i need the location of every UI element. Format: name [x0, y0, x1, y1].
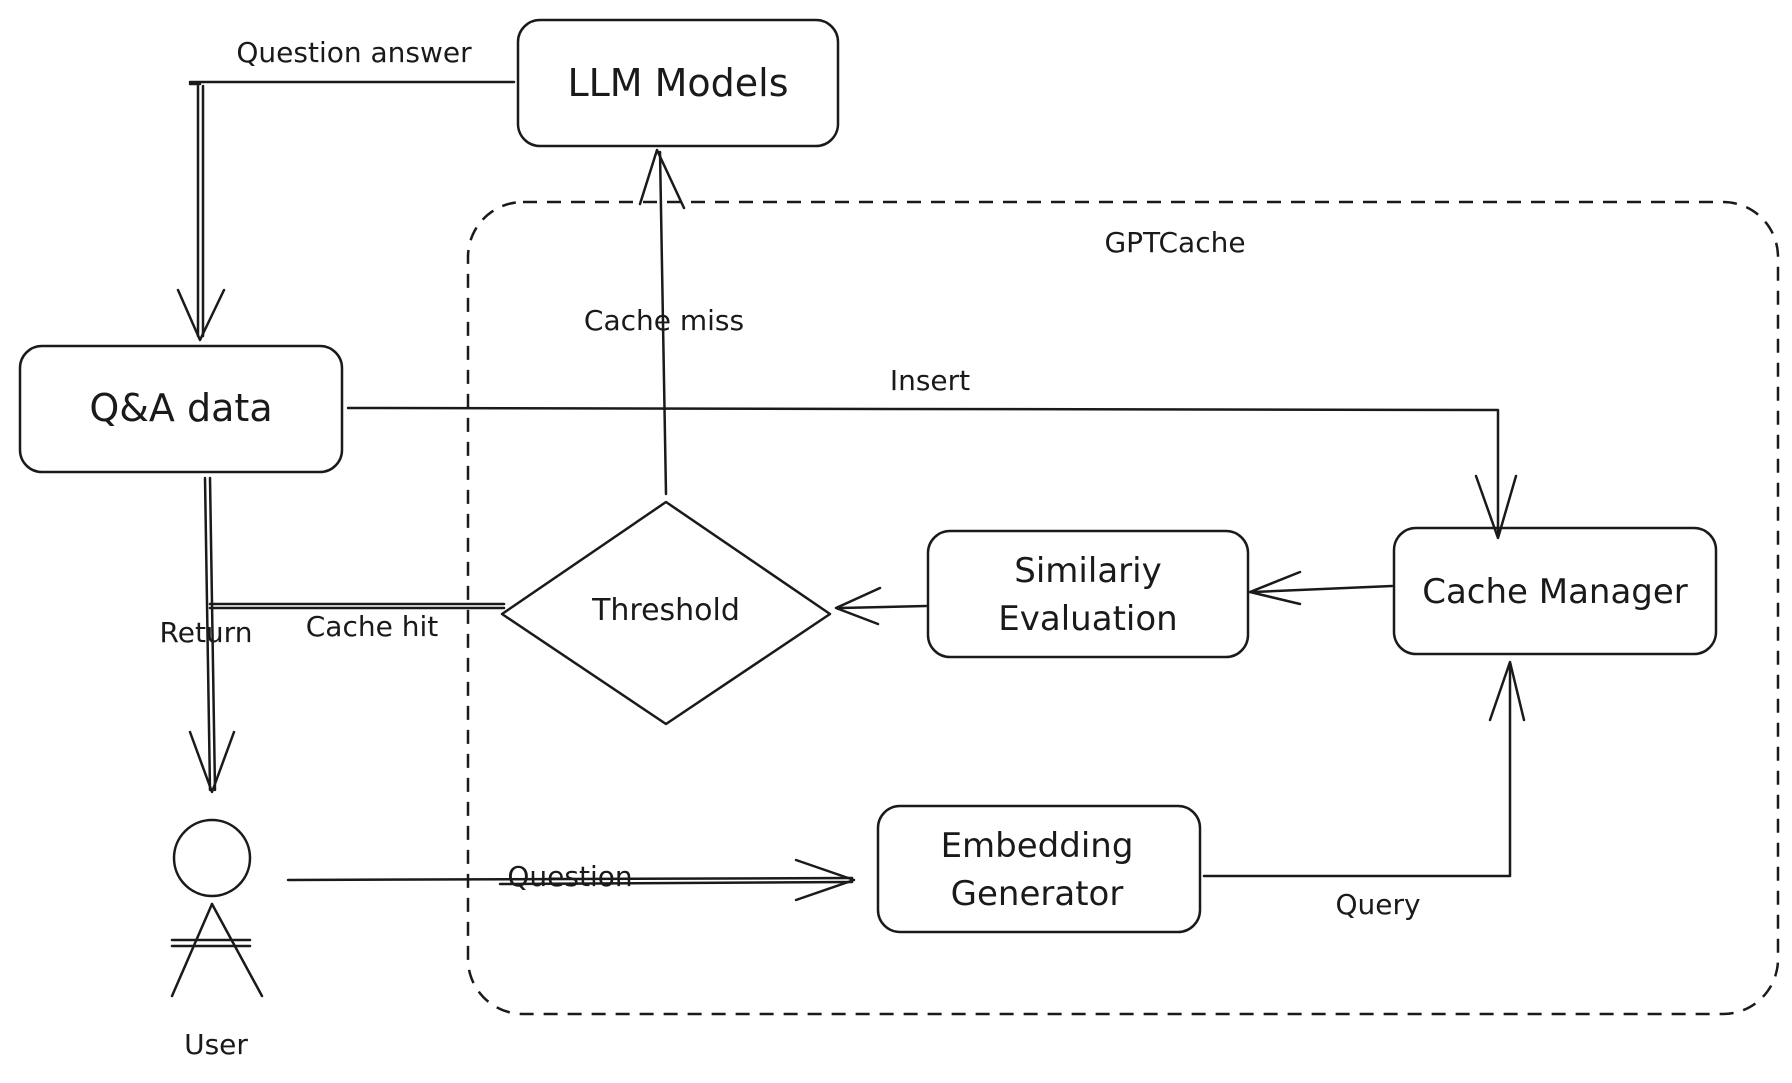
edge-question-answer: [176, 80, 516, 342]
cache-manager-label: Cache Manager: [1422, 572, 1688, 612]
edge-question: [286, 858, 856, 902]
similarity-label-line1: Similariy: [1014, 551, 1161, 591]
edge-cache-manager-to-similarity: [1248, 570, 1394, 606]
edge-cache-miss: [638, 148, 686, 496]
edge-cache-hit-return: [188, 476, 506, 794]
llm-models-label: LLM Models: [567, 61, 788, 105]
edge-label-cache-hit: Cache hit: [306, 610, 439, 643]
llm-models-node: LLM Models: [516, 18, 840, 148]
embedding-generator-node: Embedding Generator: [876, 804, 1202, 934]
similarity-evaluation-node: Similariy Evaluation: [926, 529, 1250, 659]
embedding-label-line2: Generator: [951, 874, 1124, 914]
edge-query: [1202, 660, 1526, 878]
edge-label-cache-miss: Cache miss: [584, 304, 744, 337]
gptcache-group-boundary: [466, 200, 1780, 1016]
edge-similarity-to-threshold: [834, 586, 928, 626]
edge-label-query: Query: [1335, 888, 1420, 921]
qa-data-node: Q&A data: [18, 344, 344, 474]
edge-label-question-answer: Question answer: [236, 36, 472, 69]
similarity-label-line2: Evaluation: [998, 599, 1177, 639]
threshold-node: Threshold: [500, 500, 832, 726]
edge-label-question: Question: [507, 860, 632, 893]
edge-label-return: Return: [160, 616, 253, 649]
user-icon: [170, 818, 264, 998]
threshold-label: Threshold: [591, 593, 740, 628]
edge-insert: [346, 406, 1518, 540]
qa-data-label: Q&A data: [89, 386, 272, 430]
edge-label-insert: Insert: [890, 364, 970, 397]
user-label: User: [184, 1028, 248, 1061]
embedding-label-line1: Embedding: [941, 826, 1134, 866]
gptcache-group-label: GPTCache: [1104, 226, 1245, 259]
cache-manager-node: Cache Manager: [1392, 526, 1718, 656]
